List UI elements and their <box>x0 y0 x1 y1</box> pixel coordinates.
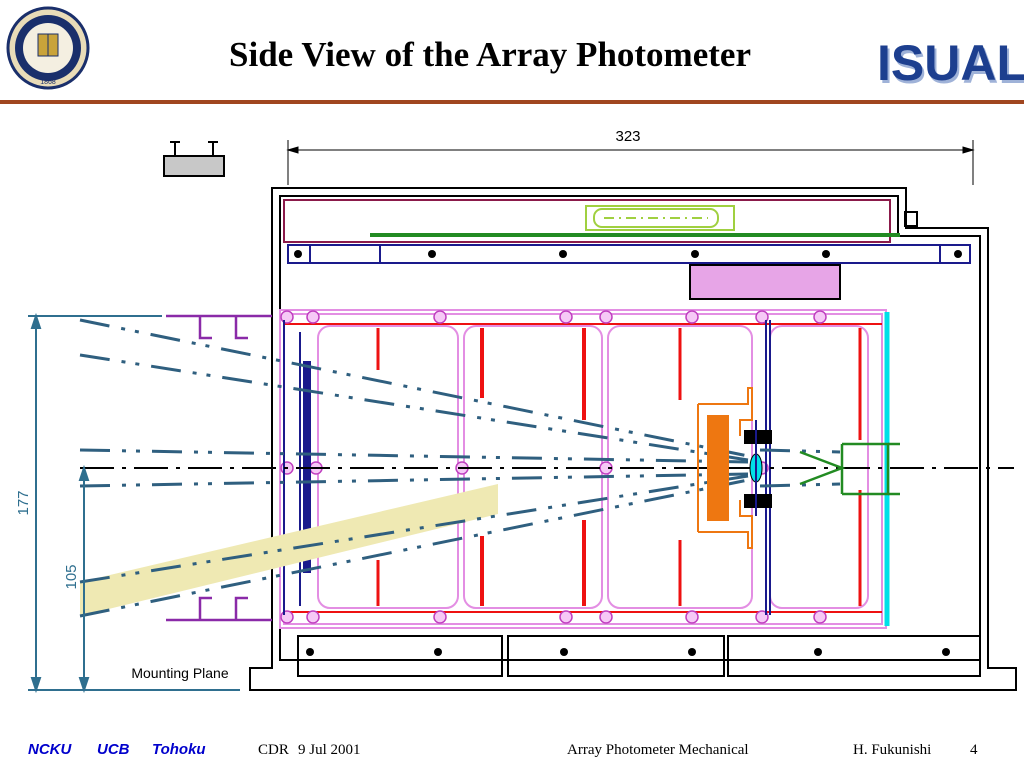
isual-logo: ISUAL ISUAL <box>877 35 1024 94</box>
top-rail <box>283 199 891 243</box>
svg-text:ISUAL: ISUAL <box>877 35 1024 91</box>
green-clamp <box>799 442 900 496</box>
ucb-seal: 1868 <box>6 6 90 90</box>
svg-text:ISUAL: ISUAL <box>879 38 1024 94</box>
upper-mount <box>287 244 971 264</box>
footer: NCKU UCB Tohoku CDR 9 Jul 2001 Array Pho… <box>28 741 978 758</box>
footer-topic: Array Photometer Mechanical <box>567 742 749 758</box>
detector <box>744 420 772 516</box>
red-structure <box>284 323 882 613</box>
housing <box>249 187 1017 691</box>
footer-review: CDR <box>258 742 289 758</box>
footer-org-ucb: UCB <box>97 741 130 758</box>
footer-org-ncku: NCKU <box>28 741 72 758</box>
lower-bolts <box>306 648 950 656</box>
height-axis-label: 105 <box>63 564 80 589</box>
footer-org-tohoku: Tohoku <box>152 741 206 758</box>
lens-mount <box>697 387 753 549</box>
electronics-block <box>689 264 841 300</box>
width-dimension <box>286 140 975 185</box>
calibration-lamp <box>585 205 735 231</box>
page-title: Side View of the Array Photometer <box>229 35 751 74</box>
svg-text:1868: 1868 <box>40 79 56 86</box>
page-number: 4 <box>970 742 978 758</box>
fov-rays <box>79 318 841 618</box>
connector-icon <box>163 141 225 177</box>
upper-bolts <box>294 250 962 258</box>
width-label: 323 <box>615 128 640 145</box>
beam <box>80 484 498 616</box>
entrance-baffles <box>166 314 272 622</box>
footer-author: H. Fukunishi <box>853 742 931 758</box>
bench-mounts <box>280 310 827 624</box>
height-dimensions <box>28 312 240 694</box>
mounting-plane-label: Mounting Plane <box>131 665 229 681</box>
footer-date: 9 Jul 2001 <box>298 742 361 758</box>
lower-mount <box>297 635 981 677</box>
height-total-label: 177 <box>15 490 32 515</box>
photometer-diagram: 323 <box>15 128 1017 694</box>
